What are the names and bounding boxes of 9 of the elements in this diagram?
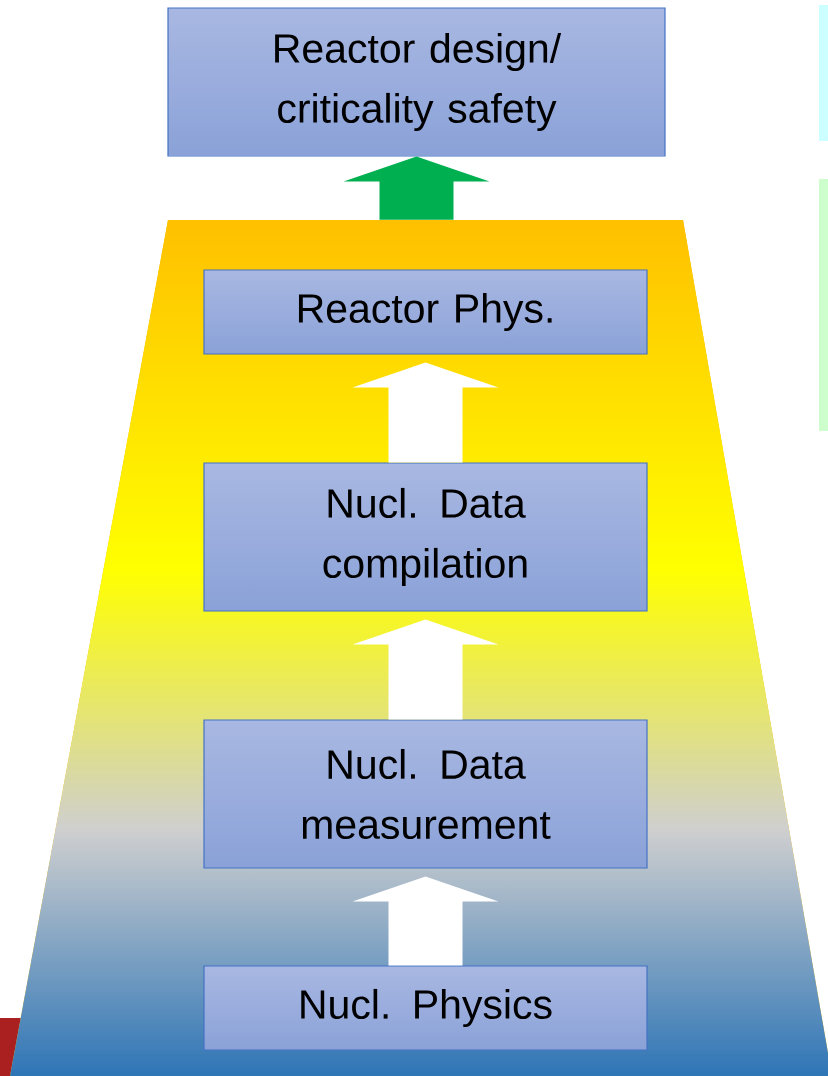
process-box: Reactor design/ criticality safety: [167, 7, 666, 157]
process-box: Reactor Phys.: [203, 269, 648, 355]
process-box: Nucl. Data measurement: [203, 719, 648, 869]
process-box: Nucl. Physics: [203, 965, 648, 1051]
process-box: Nucl. Data compilation: [203, 462, 648, 612]
block-arrow: [352, 619, 499, 720]
block-arrow: [343, 156, 490, 220]
block-arrow: [352, 876, 499, 966]
block-arrow: [352, 362, 499, 463]
